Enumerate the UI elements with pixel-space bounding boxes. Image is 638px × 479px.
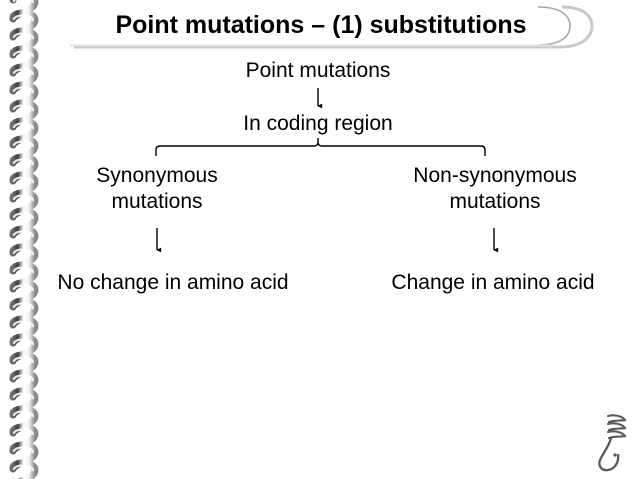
node-synonymous-mutations: Synonymous mutations — [96, 164, 218, 213]
node-change-in-amino-acid: Change in amino acid — [391, 271, 595, 294]
page-title: Point mutations – (1) substitutions — [115, 10, 527, 39]
banner-outline-icon — [70, 5, 594, 49]
title-banner: Point mutations – (1) substitutions — [68, 4, 598, 49]
node-in-coding-region: In coding region — [243, 112, 393, 135]
node-non-synonymous-mutations: Non-synonymous mutations — [413, 164, 577, 213]
node-no-change-in-amino-acid: No change in amino acid — [57, 271, 289, 294]
node-point-mutations: Point mutations — [245, 59, 391, 82]
edge-bracket — [155, 138, 486, 156]
calligraphic-signature-icon — [592, 408, 636, 476]
